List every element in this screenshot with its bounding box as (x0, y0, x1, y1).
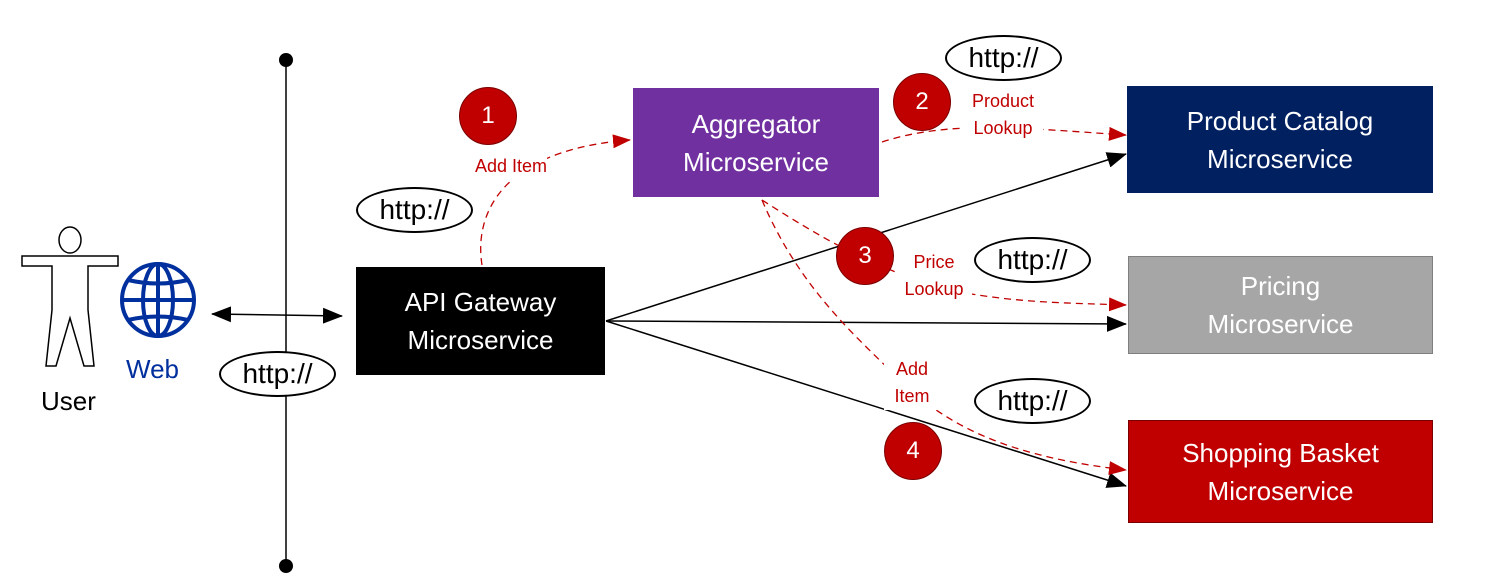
step-1-badge: 1 (459, 87, 517, 145)
shopping-basket-line2: Microservice (1207, 475, 1354, 506)
pricing-box[interactable]: Pricing Microservice (1128, 256, 1433, 354)
gateway-to-basket-line (605, 320, 1127, 488)
pricing-line1: Pricing (1240, 271, 1321, 301)
shopping-basket-line1: Shopping Basket (1182, 437, 1379, 468)
client-gateway-arrow (211, 306, 343, 324)
api-gateway-line2: Microservice (407, 325, 554, 355)
http-badge-basket: http:// (974, 378, 1091, 424)
step-2-label: Product Lookup (963, 88, 1043, 142)
person-outline-icon (21, 226, 119, 367)
add-item-basket-flow-arrow (761, 199, 1127, 475)
shopping-basket-box[interactable]: Shopping Basket Microservice (1128, 420, 1433, 523)
product-catalog-line2: Microservice (1207, 143, 1353, 174)
api-gateway-line1: API Gateway (404, 287, 557, 317)
product-catalog-line1: Product Catalog (1186, 105, 1374, 136)
aggregator-line2: Microservice (683, 146, 829, 177)
step-4-badge: 4 (884, 422, 942, 480)
step-2-badge: 2 (893, 73, 951, 131)
globe-icon (120, 262, 196, 338)
web-label: Web (126, 354, 179, 384)
step-3-label-line2: Lookup (904, 279, 964, 299)
api-gateway-box[interactable]: API Gateway Microservice (356, 267, 605, 375)
pricing-line2: Microservice (1207, 309, 1354, 339)
http-badge-pricing: http:// (974, 237, 1091, 283)
http-badge-gateway: http:// (356, 187, 473, 233)
boundary-bottom-dot (279, 559, 293, 573)
http-badge-client: http:// (219, 351, 336, 397)
step-2-label-line2: Lookup (973, 118, 1033, 138)
step-2-label-line1: Product (971, 91, 1035, 111)
gateway-to-pricing-line (605, 315, 1127, 332)
step-4-label-line2: Item (894, 386, 930, 406)
product-catalog-box[interactable]: Product Catalog Microservice (1127, 86, 1433, 193)
step-3-label-line1: Price (913, 252, 955, 272)
http-badge-catalog: http:// (945, 35, 1062, 81)
boundary-top-dot (279, 53, 293, 67)
step-4-label: Add Item (884, 356, 940, 410)
step-1-label: Add Item (475, 153, 548, 180)
step-3-badge: 3 (836, 227, 894, 285)
step-3-label: Price Lookup (896, 249, 972, 303)
user-label: User (41, 386, 96, 416)
aggregator-box[interactable]: Aggregator Microservice (633, 88, 879, 197)
step-4-label-line1: Add (895, 359, 929, 379)
aggregator-line1: Aggregator (691, 108, 821, 139)
